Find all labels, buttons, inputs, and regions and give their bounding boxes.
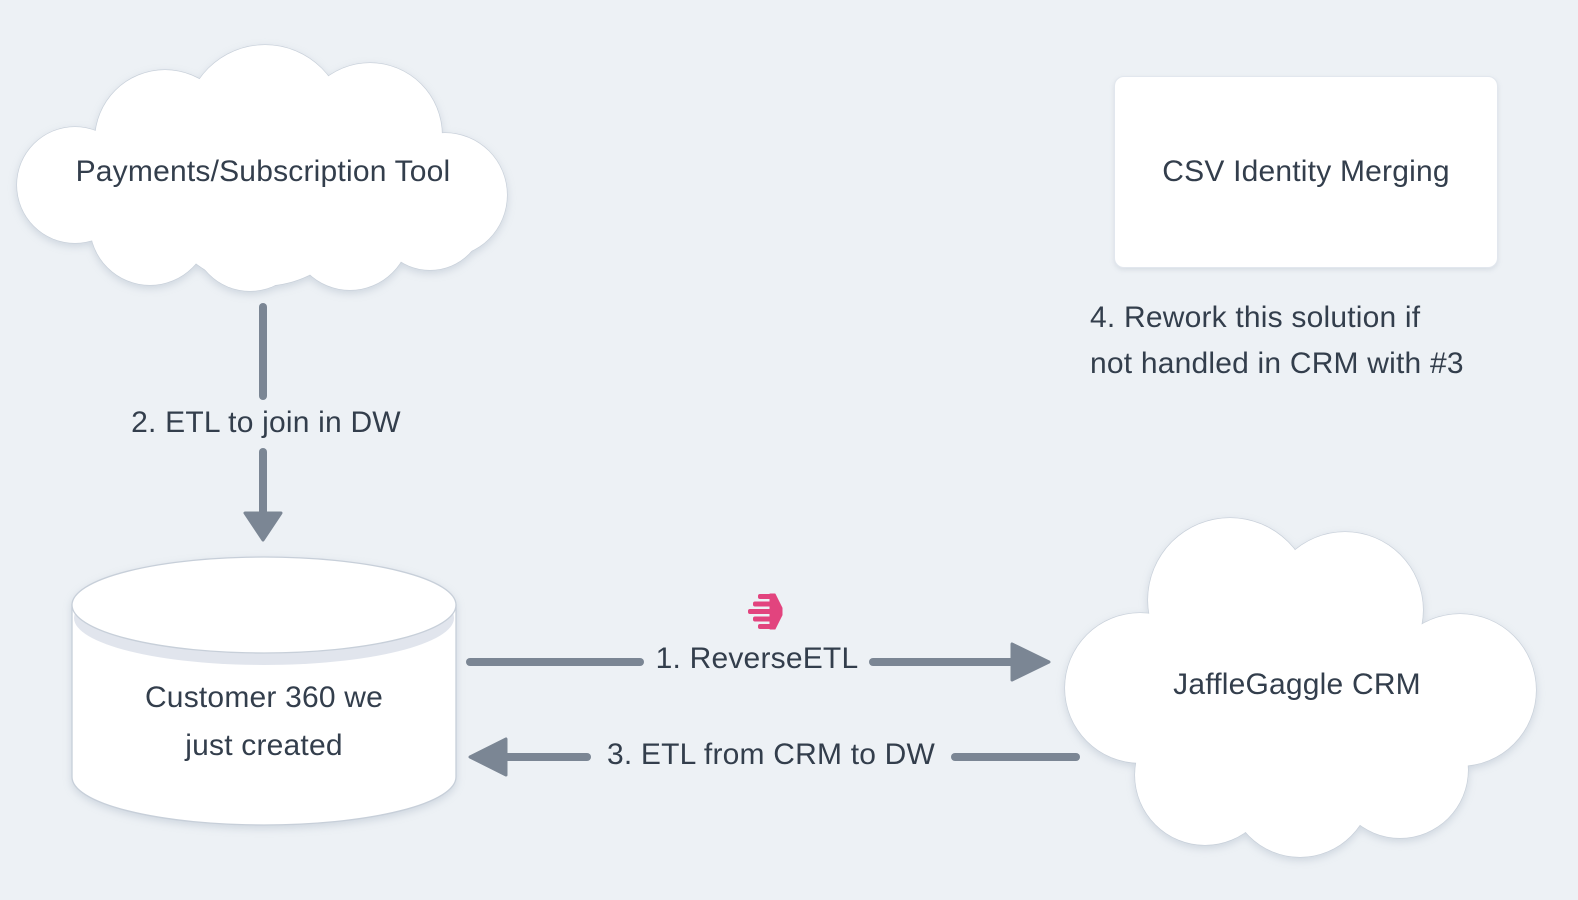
payments-cloud-label: Payments/Subscription Tool <box>75 155 451 188</box>
edge-label-etl-from-crm: 3. ETL from CRM to DW <box>606 738 936 771</box>
rework-note: 4. Rework this solution if not handled i… <box>1090 295 1464 387</box>
arrow-reverse-etl <box>466 642 1051 682</box>
edge-label-etl-join: 2. ETL to join in DW <box>131 406 401 439</box>
arrow-left-head <box>468 737 508 777</box>
rework-note-line2: not handled in CRM with #3 <box>1090 347 1464 380</box>
warehouse-label-line1: Customer 360 we <box>144 681 384 714</box>
edge-label-reverse-etl: 1. ReverseETL <box>655 642 859 675</box>
arrow-etl-from-crm <box>468 737 1080 777</box>
csv-merging-label: CSV Identity Merging <box>1162 155 1450 188</box>
warehouse-cylinder-shape <box>71 556 457 826</box>
arrow-right-head <box>1010 642 1051 682</box>
grouparoo-logo-icon <box>748 593 783 630</box>
arrow-down-head <box>243 511 283 542</box>
warehouse-label: Customer 360 we just created <box>145 674 383 770</box>
warehouse-label-line2: just created <box>185 729 343 762</box>
csv-merging-box: CSV Identity Merging <box>1114 76 1498 268</box>
rework-note-line1: 4. Rework this solution if <box>1090 301 1421 334</box>
crm-cloud-label: JaffleGaggle CRM <box>1173 668 1421 701</box>
arrow-etl-join <box>243 303 283 542</box>
